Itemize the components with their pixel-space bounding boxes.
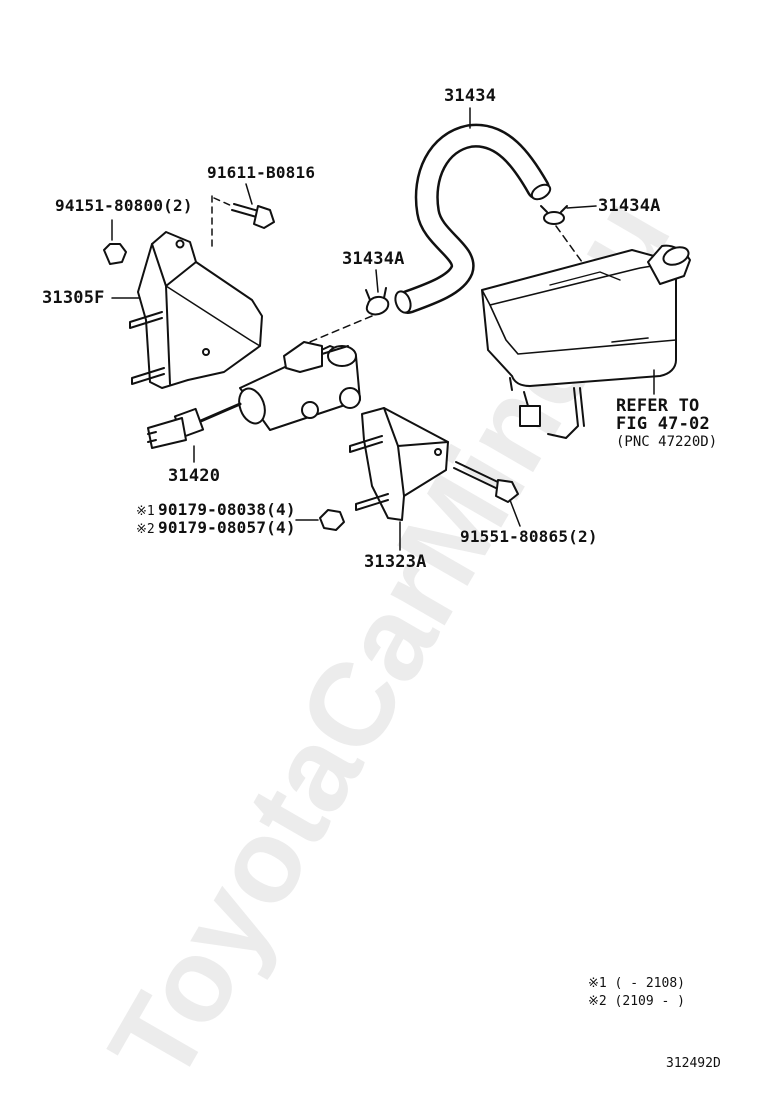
bracket-31323a	[349, 407, 449, 551]
label-clamp-left: 31434A	[342, 249, 405, 269]
bolt-91611	[231, 183, 275, 229]
footnote-1: ※1 ( - 2108)	[588, 976, 685, 991]
dashed-hose-to-tank	[555, 225, 583, 263]
reservoir-tank	[481, 244, 691, 439]
clamp-right	[540, 205, 597, 225]
marker-2: ※2	[136, 522, 155, 537]
label-hose: 31434	[444, 86, 497, 106]
label-refer-line3: (PNC 47220D)	[616, 434, 718, 450]
label-bolt-lower: 91551-80865(2)	[460, 527, 598, 546]
label-bolt-top: 91611-B0816	[207, 163, 316, 182]
label-bracket-left: 31305F	[42, 288, 105, 308]
label-master-cylinder: 31420	[168, 466, 221, 486]
label-bracket-lower: 31323A	[364, 552, 427, 572]
dashed-bolt-link	[213, 197, 233, 207]
hose-31434	[394, 107, 552, 314]
figure-id: 312492D	[666, 1056, 721, 1071]
label-refer-line1: REFER TO	[616, 396, 700, 416]
label-clamp-right: 31434A	[598, 196, 661, 216]
nut-94151	[103, 219, 127, 265]
bolt-91551	[453, 461, 521, 527]
marker-1: ※1	[136, 504, 155, 519]
footnote-2: ※2 (2109 - )	[588, 994, 685, 1009]
label-nut-top: 94151-80800(2)	[55, 196, 193, 215]
nut-90179	[295, 509, 345, 531]
label-nut-2: 90179-08057(4)	[158, 518, 296, 537]
dashed-clamp-to-cylinder	[299, 315, 373, 347]
label-nut-1: 90179-08038(4)	[158, 500, 296, 519]
label-refer-line2: FIG 47-02	[616, 414, 710, 434]
bracket-31305f	[111, 231, 263, 389]
bracket-studs	[129, 311, 165, 385]
clamp-left	[365, 269, 390, 316]
master-cylinder-31420	[147, 341, 361, 463]
